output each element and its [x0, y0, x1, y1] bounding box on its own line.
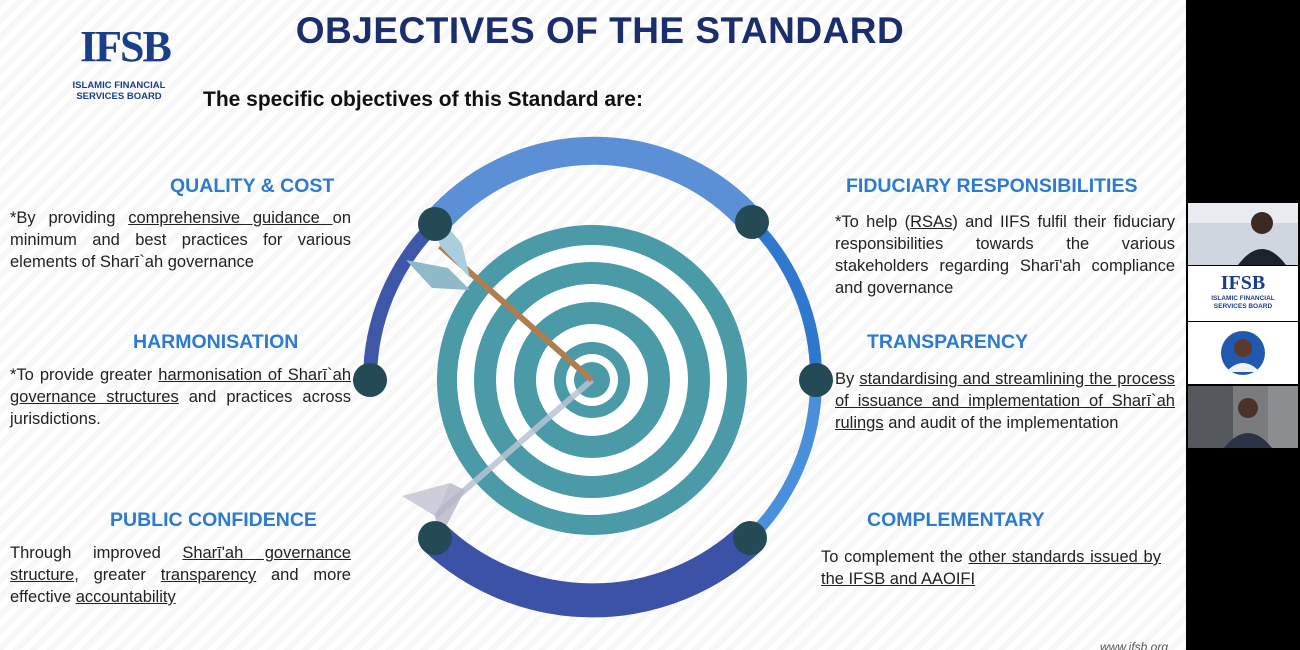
node-top-right [735, 205, 769, 239]
lower-arrow-fletch [402, 483, 450, 516]
top-arc [424, 136, 763, 234]
text-transparency: By standardising and streamlining the pr… [835, 370, 1175, 432]
text-fiduciary: *To help (RSAs) and IIFS fulfil their fi… [835, 213, 1175, 297]
ifsb-logo-mark: IFSB [80, 22, 172, 71]
bottom-arc [423, 525, 762, 618]
participant-tile-2[interactable]: IFSB ISLAMIC FINANCIAL SERVICES BOARD [1188, 266, 1298, 321]
participant-tile-3[interactable] [1188, 322, 1298, 384]
text-public-confidence: Through improved Sharī'ah governance str… [10, 544, 351, 606]
slide-title: OBJECTIVES OF THE STANDARD [295, 10, 905, 51]
upper-arrow-fletch-1 [406, 260, 470, 290]
footer-url: www.ifsb.org [1100, 640, 1169, 650]
participant-tile-1[interactable] [1188, 203, 1298, 265]
text-quality-cost: *By providing comprehensive guidance on … [10, 209, 351, 271]
node-left [353, 363, 387, 397]
target-graphic [353, 136, 833, 618]
text-complementary: To complement the other standards issued… [821, 548, 1161, 588]
participant-4-video [1188, 386, 1298, 448]
right-lower-arc [745, 379, 823, 543]
node-top-left [418, 207, 452, 241]
presentation-slide: IFSB ISLAMIC FINANCIAL SERVICES BOARD OB… [0, 0, 1186, 650]
ifsb-logo-text: ISLAMIC FINANCIAL SERVICES BOARD [72, 80, 166, 102]
participant-1-video [1188, 203, 1298, 265]
heading-complementary: COMPLEMENTARY [867, 509, 1045, 531]
participant-3-avatar [1188, 322, 1298, 384]
heading-transparency: TRANSPARENCY [867, 331, 1029, 353]
node-right [799, 363, 833, 397]
heading-fiduciary: FIDUCIARY RESPONSIBILITIES [846, 175, 1138, 197]
slide-subtitle: The specific objectives of this Standard… [203, 88, 643, 111]
participant-tile-4[interactable] [1188, 386, 1298, 448]
ifsb-logo: IFSB ISLAMIC FINANCIAL SERVICES BOARD [60, 18, 178, 108]
heading-harmonisation: HARMONISATION [133, 331, 299, 353]
heading-quality-cost: QUALITY & COST [170, 175, 335, 197]
heading-public-confidence: PUBLIC CONFIDENCE [110, 509, 317, 531]
left-arc [363, 219, 440, 381]
tile-logo-mark: IFSB [1220, 272, 1266, 294]
node-bottom-right [733, 521, 767, 555]
right-arc [747, 217, 823, 381]
node-bottom-left [418, 521, 452, 555]
text-harmonisation: *To provide greater harmonisation of Sha… [10, 366, 351, 428]
